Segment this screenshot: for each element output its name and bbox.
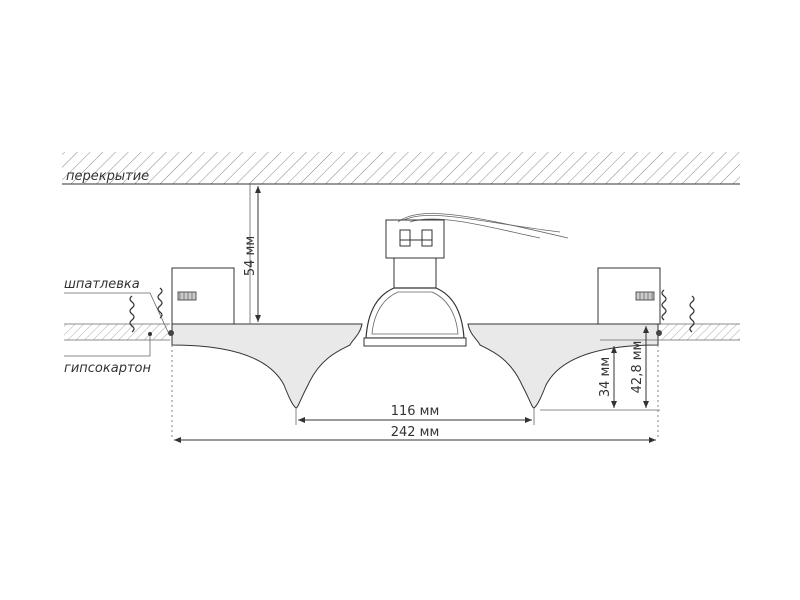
fixture-body bbox=[171, 323, 363, 409]
drywall-right bbox=[660, 323, 740, 341]
spring-left bbox=[129, 287, 163, 333]
dim-depth-total-text: 42,8 мм bbox=[630, 341, 645, 394]
dim-gap-text: 54 мм bbox=[243, 236, 258, 276]
putty-label: шпатлевка bbox=[64, 277, 140, 292]
dim-outer-text: 242 мм bbox=[391, 425, 440, 440]
drywall-leader-dot bbox=[148, 332, 152, 336]
lamp-lens bbox=[363, 337, 467, 347]
drywall-label: гипсокартон bbox=[64, 361, 151, 376]
putty-leader bbox=[64, 292, 169, 333]
drywall-leader bbox=[64, 334, 151, 357]
spring-clip-right bbox=[597, 267, 661, 325]
putty-dot-left bbox=[168, 330, 174, 336]
spring-clip-left bbox=[171, 267, 235, 325]
lamp-socket bbox=[385, 213, 569, 289]
ceiling-slab bbox=[62, 152, 740, 185]
putty-dot-right bbox=[656, 330, 662, 336]
drywall-left bbox=[64, 323, 170, 341]
lamp-reflector bbox=[365, 287, 465, 339]
dim-inner-text: 116 мм bbox=[391, 404, 440, 419]
spring-right bbox=[661, 289, 695, 333]
ceiling-label: перекрытие bbox=[66, 169, 149, 184]
fixture-body-right bbox=[467, 323, 659, 409]
dim-depth-small-text: 34 мм bbox=[598, 357, 613, 397]
